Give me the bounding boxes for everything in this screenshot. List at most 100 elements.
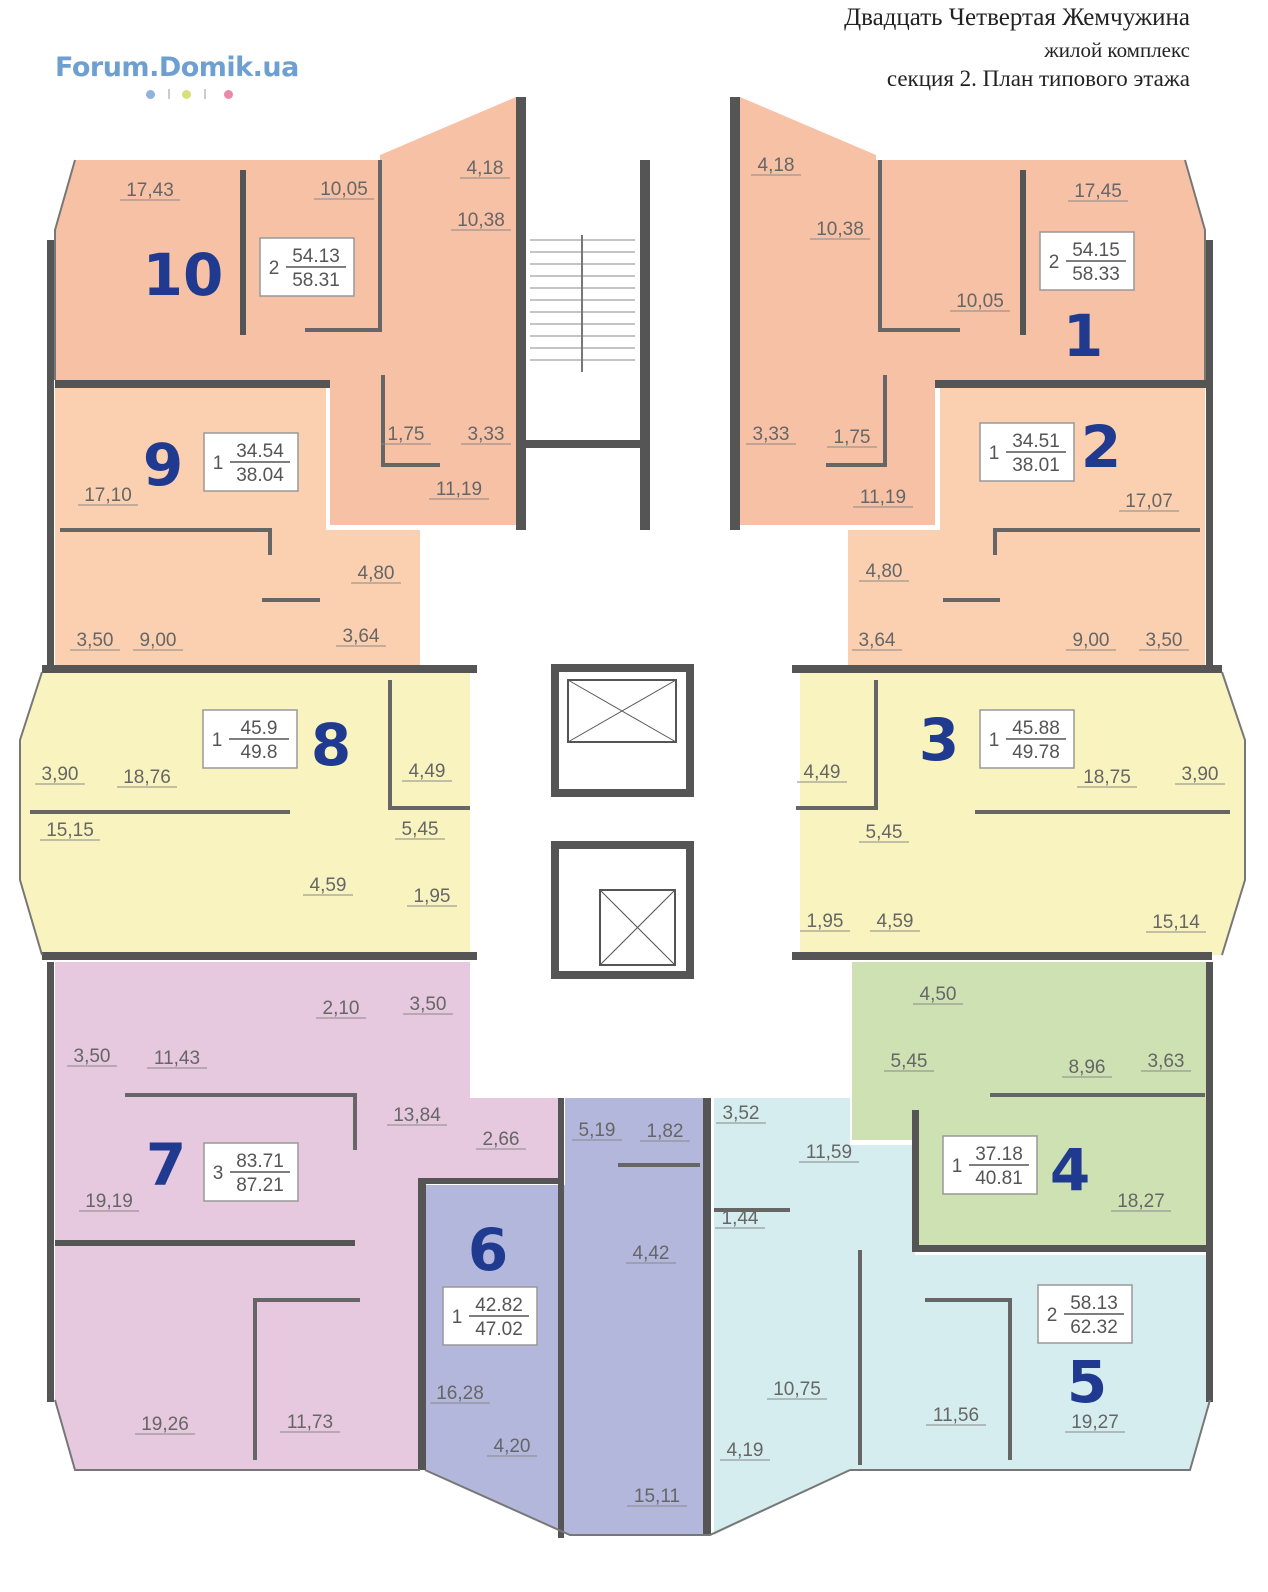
apartment-number: 8 [311,711,351,779]
room-area-label: 11,19 [436,479,482,500]
room-area-label: 1,44 [722,1208,759,1229]
wall-7-room [55,1240,355,1246]
room-area-label: 4,42 [633,1243,670,1264]
room-area-label: 2,66 [483,1129,520,1150]
wall-6-right [703,1098,711,1535]
room-area-label: 4,18 [467,158,504,179]
wall-9-top [55,380,330,388]
apartment-number: 6 [468,1216,508,1284]
apartment-rooms: 2 [1047,1305,1058,1326]
apartment-total-area: 40.81 [975,1168,1023,1189]
apartment-rooms: 2 [1049,252,1060,273]
apartment-living-area: 34.54 [236,441,284,462]
room-area-label: 4,80 [358,563,395,584]
room-area-label: 11,43 [154,1048,200,1069]
room-area-label: 3,52 [723,1103,760,1124]
elevators [551,664,694,979]
partition [925,1298,1012,1460]
stair-landing-wall [526,440,640,448]
room-area-label: 16,28 [436,1383,484,1404]
room-area-label: 15,11 [634,1486,680,1507]
wall-4-bottom [912,1245,1210,1252]
room-area-label: 4,59 [310,875,347,896]
apartment-number: 10 [143,241,224,309]
room-area-label: 18,76 [123,767,171,788]
apartment-7-fill [55,962,560,1470]
wall-2-top [935,380,1210,388]
logo-dots [146,88,246,100]
wall-1-inner [1020,170,1026,335]
room-area-label: 10,38 [816,219,864,240]
watermark-logo: Forum.Domik.ua [55,52,299,83]
room-area-label: 4,49 [804,762,841,783]
plan-title: секция 2. План типового этажа [886,66,1190,91]
apartment-living-area: 45.88 [1012,718,1060,739]
room-area-label: 9,00 [140,630,177,651]
apartment-number: 5 [1067,1348,1107,1416]
room-area-label: 3,90 [1182,764,1219,785]
apartment-living-area: 45.9 [241,718,278,739]
room-area-label: 1,95 [807,911,844,932]
room-area-label: 3,90 [42,764,79,785]
partition [305,160,382,332]
partition [388,680,470,810]
room-area-label: 3,50 [74,1046,111,1067]
apartment-number: 3 [919,706,959,774]
apartment-number: 4 [1050,1136,1090,1204]
partition [125,1093,357,1150]
apartment-total-area: 62.32 [1070,1317,1118,1338]
core-left-wall [516,97,526,530]
room-area-label: 19,19 [85,1191,133,1212]
apartment-rooms: 2 [269,258,280,279]
room-area-label: 4,18 [758,155,795,176]
room-area-label: 3,50 [1146,630,1183,651]
apartment-number: 9 [143,431,183,499]
room-area-label: 1,75 [388,424,425,445]
room-area-label: 8,96 [1069,1057,1106,1078]
room-area-label: 1,82 [647,1121,684,1142]
outer-outline [19,159,1246,1536]
apartment-10-fill [55,97,516,525]
walls [42,97,1222,1538]
room-area-label: 17,43 [126,180,174,201]
room-area-label: 11,73 [287,1412,333,1433]
partition [993,528,1200,555]
apartment-rooms: 1 [989,730,1000,751]
apartment-total-area: 87.21 [236,1175,284,1196]
room-area-label: 5,45 [402,819,439,840]
room-area-label: 3,33 [468,424,505,445]
apartment-area-box: 145.949.8 [202,709,298,769]
room-area-label: 19,26 [141,1414,189,1435]
room-area-label: 1,95 [414,886,451,907]
header-title: Двадцать Четвертая Жемчужина [844,4,1190,31]
room-area-label: 18,27 [1117,1191,1165,1212]
room-area-label: 17,10 [84,485,132,506]
apartment-6-fill [425,1098,710,1535]
apartment-rooms: 1 [213,453,224,474]
room-area-label: 10,38 [457,210,505,231]
partition [381,375,440,467]
apartment-area-box: 2 54.15 58.33 [1039,231,1135,291]
apartment-living-area: 37.18 [975,1144,1023,1165]
apartment-total-area: 58.33 [1072,264,1120,285]
room-area-label: 10,75 [773,1379,821,1400]
wall-4-top [792,952,1212,960]
wall-6-mid [558,1098,564,1538]
apartment-total-area: 38.01 [1012,455,1060,476]
room-area-label: 11,19 [860,487,906,508]
apartment-total-area: 49.8 [241,742,278,763]
wall-3-top [792,665,1222,673]
apartment-living-area: 54.13 [292,246,340,267]
room-area-label: 3,33 [753,424,790,445]
apartment-5-fill [714,1098,1210,1535]
wall-outer-left-2 [47,962,54,1402]
apartment-living-area: 83.71 [236,1151,284,1172]
room-area-label: 3,64 [859,630,896,651]
apartment-living-area: 54.15 [1072,240,1120,261]
